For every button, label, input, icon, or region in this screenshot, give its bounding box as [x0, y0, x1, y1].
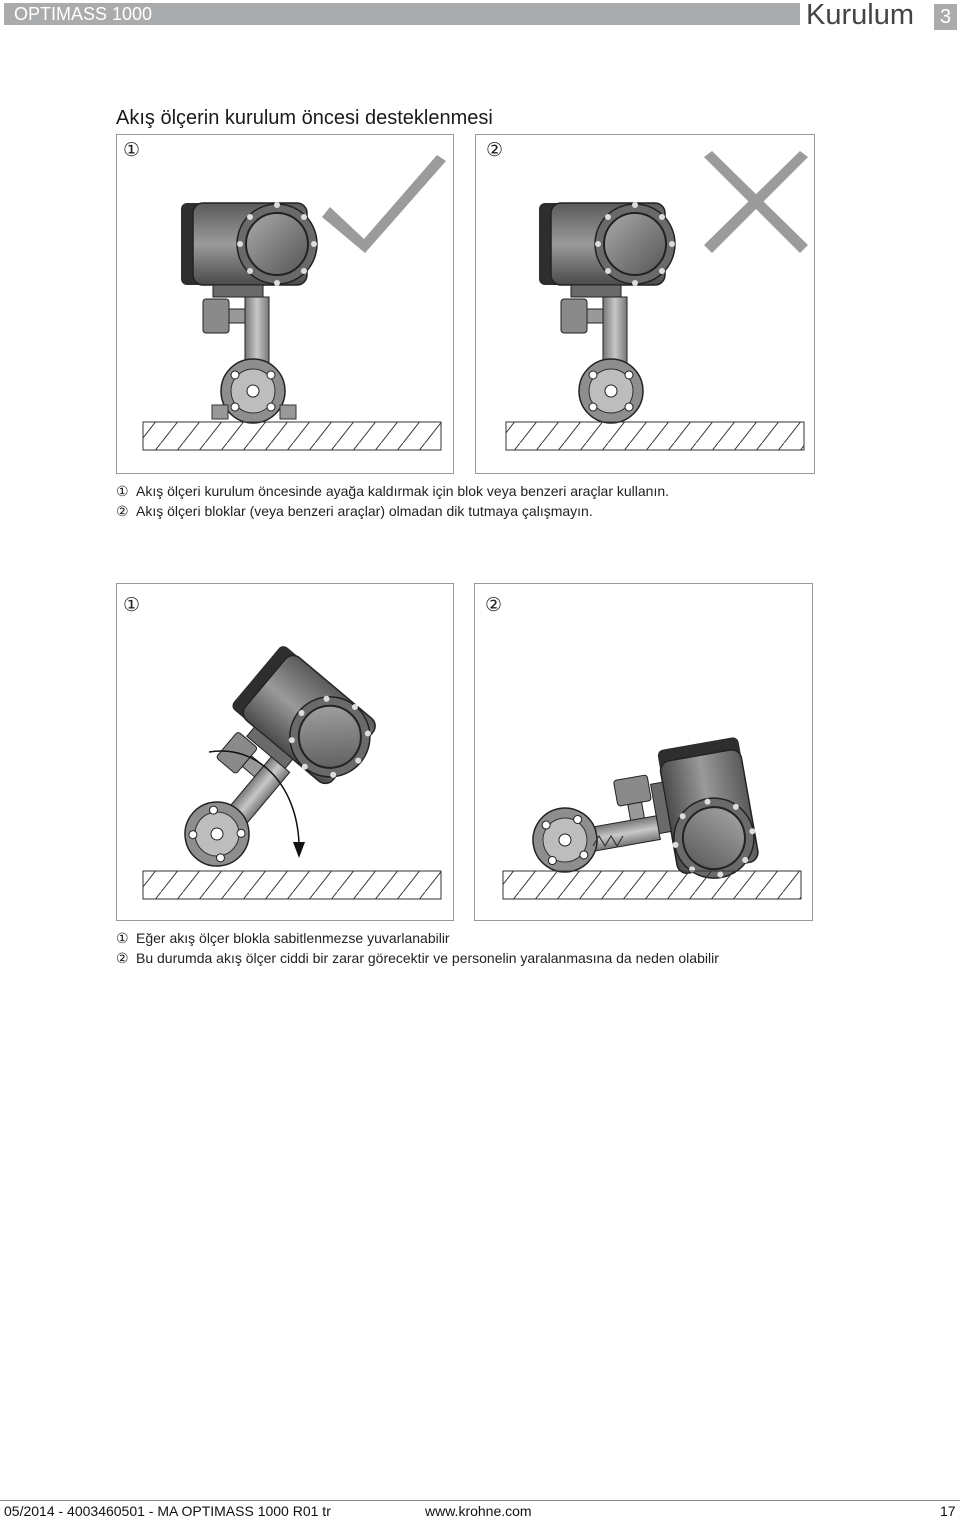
footer-page-number: 17 — [940, 1503, 956, 1519]
meter-on-blocks-illustration — [142, 201, 442, 451]
figure2-panel-fallen: ② — [474, 583, 813, 921]
figure2-panel-rolling: ① — [116, 583, 454, 921]
meter-fallen-illustration — [502, 735, 802, 910]
figure2-caption-2: ② Bu durumda akış ölçer ciddi bir zarar g… — [116, 950, 719, 967]
header-product-bar: OPTIMASS 1000 — [4, 3, 800, 25]
caption-number: ① — [116, 483, 129, 499]
figure1-caption-1: ① Akış ölçeri kurulum öncesinde ayağa kal… — [116, 483, 669, 500]
header-section-title: Kurulum — [806, 0, 914, 31]
caption-number: ② — [116, 950, 129, 966]
figure1-marker-1: ① — [123, 140, 141, 161]
caption-text: Eğer akış ölçer blokla sabitlenmezse yuv… — [136, 930, 450, 946]
figure1-panel-wrong: ② — [475, 134, 815, 474]
footer-website-link[interactable]: www.krohne.com — [425, 1503, 532, 1519]
figure1-caption-2: ② Akış ölçeri bloklar (veya benzeri araçl… — [116, 503, 593, 520]
footer-doc-id: 05/2014 - 4003460501 - MA OPTIMASS 1000 … — [4, 1503, 331, 1519]
checkmark-icon — [322, 155, 446, 253]
footer-divider — [0, 1500, 960, 1501]
caption-text: Bu durumda akış ölçer ciddi bir zarar gö… — [136, 950, 719, 966]
cross-icon — [704, 151, 808, 253]
figure2-caption-1: ① Eğer akış ölçer blokla sabitlenmezse yu… — [116, 930, 450, 947]
meter-without-blocks-illustration — [505, 201, 805, 451]
caption-text: Akış ölçeri bloklar (veya benzeri araçla… — [136, 503, 593, 519]
caption-text: Akış ölçeri kurulum öncesinde ayağa kald… — [136, 483, 670, 499]
header-section-number: 3 — [934, 4, 957, 30]
caption-number: ① — [116, 930, 129, 946]
section-title: Akış ölçerin kurulum öncesi desteklenmes… — [116, 107, 493, 129]
meter-tipping-illustration — [140, 641, 442, 901]
figure1-marker-2: ② — [486, 140, 504, 161]
header-product-title: OPTIMASS 1000 — [14, 4, 153, 24]
figure2-marker-1: ① — [123, 595, 141, 616]
caption-number: ② — [116, 503, 129, 519]
figure1-panel-correct: ① — [116, 134, 454, 474]
figure2-marker-2: ② — [485, 595, 503, 616]
